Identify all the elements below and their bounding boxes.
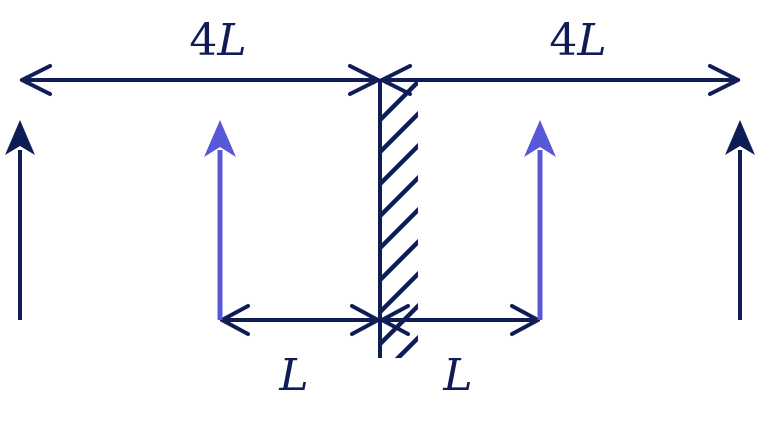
bottom-left-label: L [278,350,308,401]
bottom-right-label: L [442,350,472,401]
top-right-dimension-arrow [380,64,740,96]
far-right-image-arrow [725,120,755,320]
left-object-arrow [204,120,236,320]
right-object-arrow [524,120,556,320]
mirror [378,80,418,358]
far-left-image-arrow [5,120,35,320]
bottom-left-dimension-arrow [220,304,380,336]
top-left-dimension-arrow [20,64,380,96]
bottom-right-dimension-arrow [380,304,540,336]
top-left-label: 4L [189,15,246,66]
mirror-hatching [380,80,418,358]
top-right-label: 4L [549,15,606,66]
